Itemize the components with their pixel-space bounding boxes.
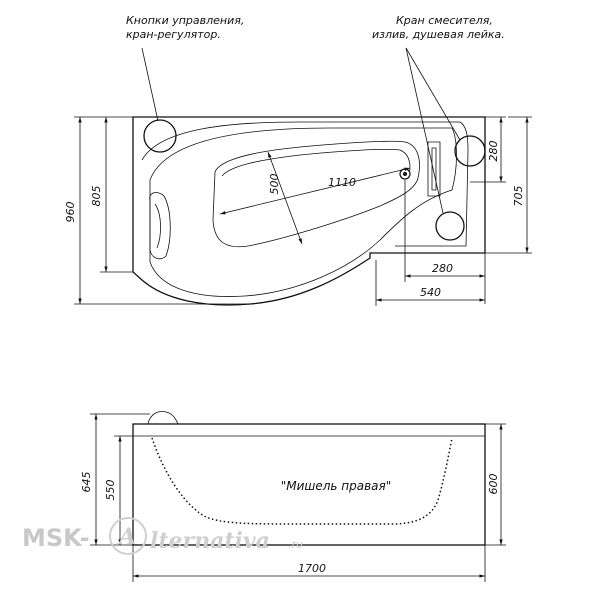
spout-circle — [435, 211, 465, 241]
dim-1110-label: 1110 — [328, 176, 356, 189]
dim-645-label: 645 — [80, 472, 93, 493]
watermark-brand-right: lternativa — [150, 528, 270, 554]
side-headrest — [147, 411, 179, 425]
dim-705-label: 705 — [512, 186, 525, 207]
model-title: "Мишель правая" — [281, 479, 392, 493]
dim-500-label: 500 — [268, 174, 281, 195]
mixer-note-line1: Кран смесителя, — [396, 14, 493, 27]
watermark-a-circle-icon — [109, 517, 147, 555]
inner-basin — [212, 140, 420, 248]
controls-note-line2: кран-регулятор. — [126, 28, 221, 41]
dim-280-bottom-label: 280 — [432, 262, 453, 275]
watermark-suffix: .ru — [288, 538, 303, 551]
dim-550-label: 550 — [104, 480, 117, 501]
side-view: "Мишель правая" 645 550 600 1700 — [80, 411, 506, 582]
top-view: Кнопки управления, кран-регулятор. Кран … — [64, 14, 532, 306]
top-view-outer-contour — [132, 116, 486, 306]
mixer-tap-circle — [454, 135, 486, 167]
dim-1700-label: 1700 — [298, 562, 326, 575]
dim-805-label: 805 — [90, 186, 103, 207]
side-tub-profile — [151, 437, 453, 525]
side-panel — [132, 423, 486, 546]
dim-540-label: 540 — [420, 286, 441, 299]
dim-960-label: 960 — [64, 202, 77, 223]
mixer-note-line2: излив, душевая лейка. — [372, 28, 505, 41]
control-buttons-circle — [143, 119, 177, 153]
watermark-brand-letter: A — [117, 524, 136, 550]
dim-280-right-label: 280 — [487, 141, 500, 162]
headrest — [149, 192, 171, 260]
top-view-bowl-outline — [149, 127, 457, 297]
top-view-rim-line — [141, 121, 469, 247]
dim-600-label: 600 — [487, 474, 500, 495]
controls-note-line1: Кнопки управления, — [126, 14, 244, 27]
watermark-brand-left: MSK- — [22, 524, 90, 552]
watermark: MSK- A lternativa .ru — [22, 517, 303, 555]
